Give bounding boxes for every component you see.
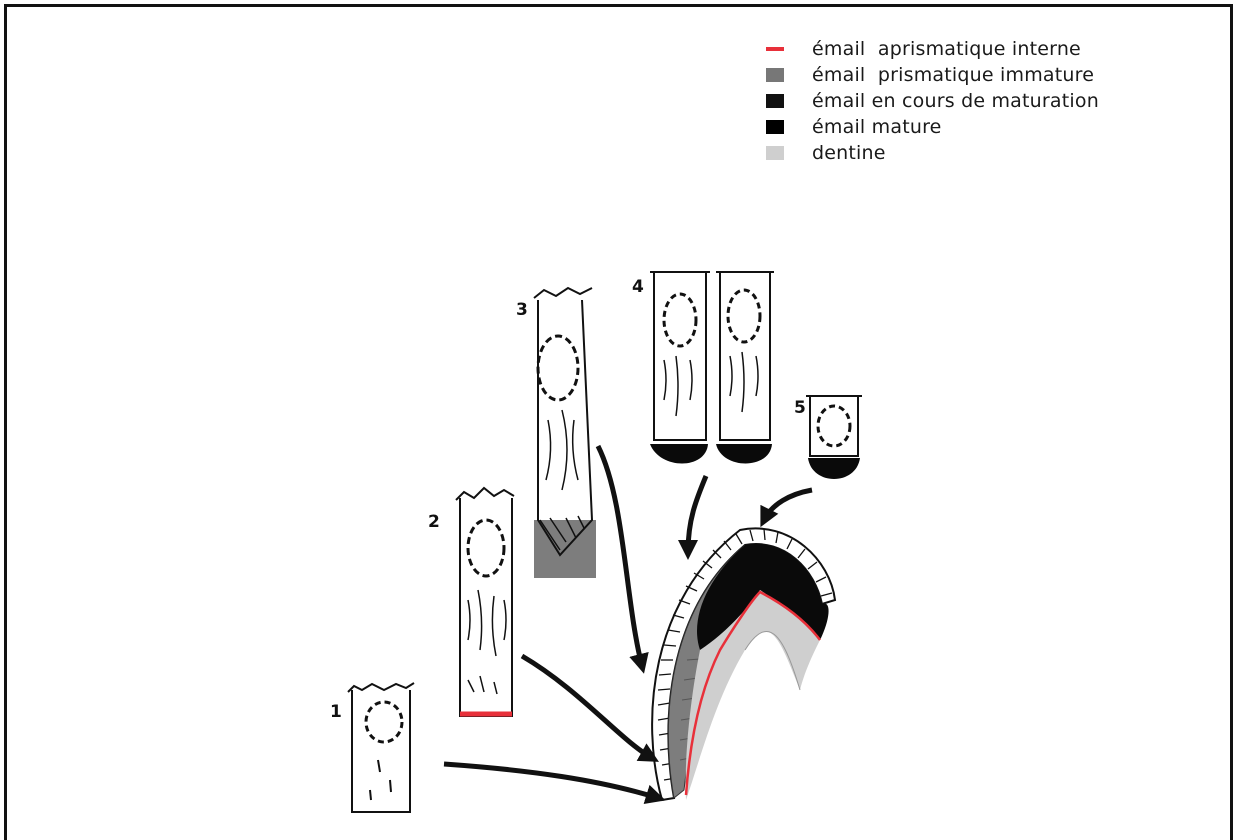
stage-5-cell — [806, 396, 862, 479]
tooth-crown — [652, 528, 835, 800]
arrow-1 — [444, 764, 658, 798]
stage-1-cell — [348, 683, 414, 812]
stage-3-cell — [534, 288, 596, 578]
arrow-3 — [598, 446, 642, 666]
arrow-2 — [522, 656, 652, 758]
stage-4-cells — [650, 272, 774, 464]
arrow-4 — [688, 476, 706, 552]
stage-2-cell — [456, 488, 514, 716]
arrow-5 — [764, 490, 812, 520]
